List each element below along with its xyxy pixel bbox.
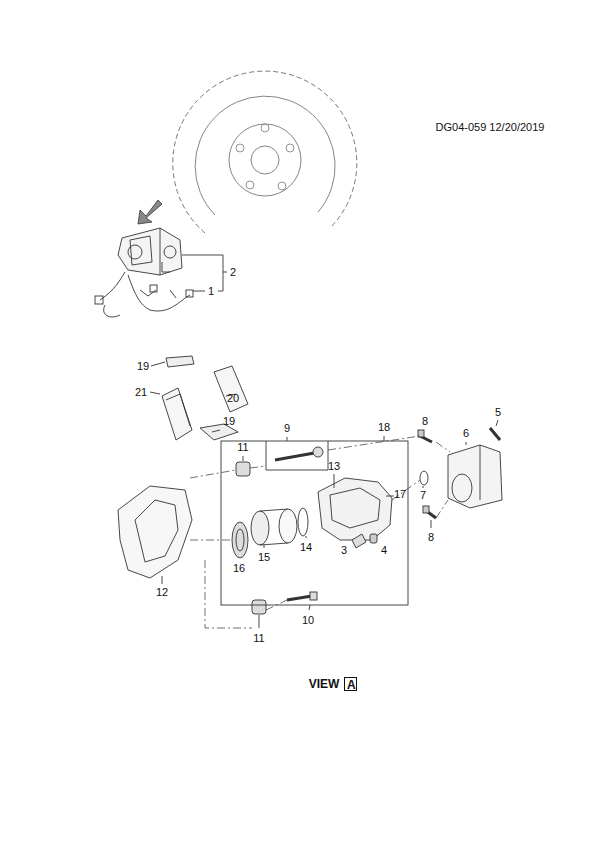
view-letter-box: A — [344, 677, 357, 691]
callout-number: 10 — [302, 615, 314, 626]
callout-number: 11 — [253, 633, 264, 644]
callout-number: 18 — [378, 422, 390, 433]
callout-number: 9 — [284, 423, 290, 434]
callout-number: 11 — [237, 442, 248, 453]
callout-number: 8 — [422, 416, 428, 427]
callout-number: 15 — [258, 552, 270, 563]
callout-number: 7 — [420, 490, 426, 501]
callout-number: 6 — [463, 428, 469, 439]
callout-number: 4 — [381, 545, 387, 556]
callout-number: 21 — [135, 387, 147, 398]
view-letter: A — [347, 679, 354, 691]
callout-number: 20 — [227, 393, 239, 404]
callout-number: 2 — [230, 267, 236, 278]
callout-number: 12 — [156, 587, 168, 598]
callout-number: 1 — [208, 286, 214, 297]
callout-number: 19 — [137, 361, 149, 372]
callout-number: 3 — [341, 545, 347, 556]
callout-number: 13 — [328, 461, 340, 472]
callout-number: 8 — [428, 532, 434, 543]
callout-number: 16 — [233, 563, 245, 574]
callout-number: 19 — [223, 416, 235, 427]
callout-number: 17 — [394, 489, 406, 500]
callout-number: 5 — [495, 407, 501, 418]
callout-number: 14 — [300, 542, 312, 553]
drawing-code: DG04-059 12/20/2019 — [436, 122, 545, 133]
view-label: VIEW — [309, 678, 340, 690]
